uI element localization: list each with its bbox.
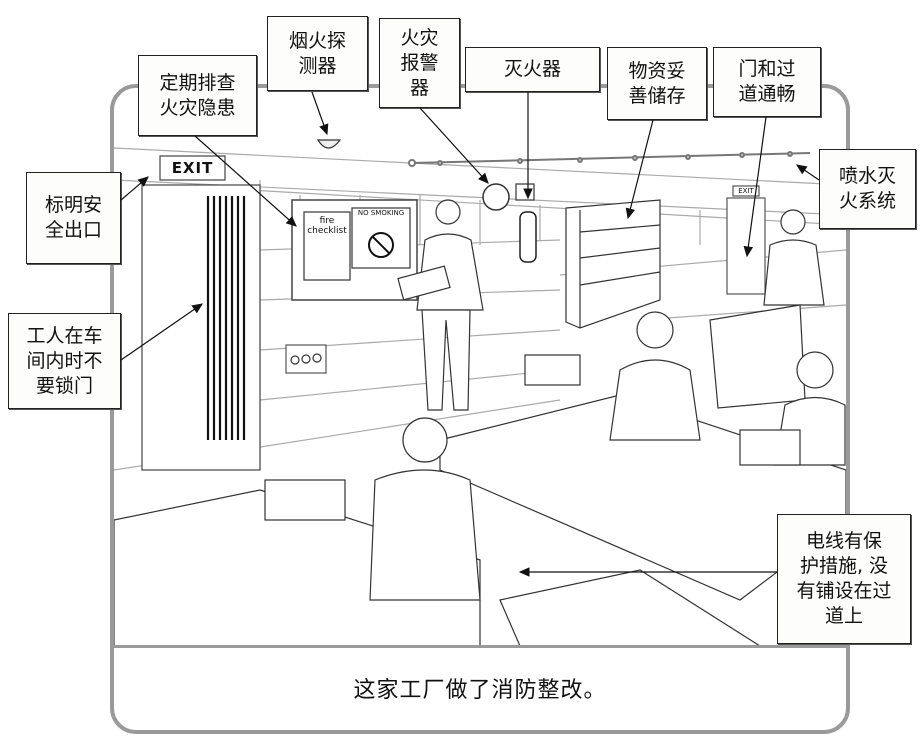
fire-alarm-bell <box>482 183 510 211</box>
exit-sign-text: EXIT <box>171 159 214 177</box>
callout-smoke-detector: 烟火探 测器 <box>267 16 368 91</box>
fire-extinguisher <box>519 211 537 263</box>
callout-sprinkler: 喷水灭 火系统 <box>819 149 916 229</box>
callout-wires: 电线有保 护措施, 没 有铺设在过 道上 <box>777 514 911 644</box>
folding-gate <box>206 196 246 440</box>
callout-clear-passages: 门和过 道通畅 <box>713 47 821 117</box>
seated-workers <box>369 311 846 601</box>
no-smoking-text: NO SMOKING <box>357 209 405 217</box>
back-exit-door <box>726 197 766 295</box>
callout-inspect-hazards: 定期排查 火灾隐患 <box>138 55 257 136</box>
sprinkler-pipe <box>408 151 811 167</box>
callout-storage: 物资妥 善储存 <box>607 47 707 120</box>
smoke-detector <box>316 139 342 149</box>
back-exit-sign-text: EXIT <box>738 187 754 195</box>
supervisor-figure <box>397 199 484 411</box>
fire-checklist-text: fire checklist <box>307 216 347 236</box>
factory-scene-illustration: EXIT EXIT fire checklist NO SMOKING <box>114 88 846 646</box>
storage-shelves <box>565 199 661 329</box>
cart-worker-figure <box>709 209 825 409</box>
callout-extinguisher: 灭火器 <box>465 47 600 92</box>
caption: 这家工厂做了消防整改。 <box>353 678 607 703</box>
callout-exit-sign: 标明安 全出口 <box>26 172 121 264</box>
callout-unlocked-doors: 工人在车 间内时不 要锁门 <box>8 313 121 409</box>
caption-divider <box>114 645 846 648</box>
power-outlets <box>285 344 327 374</box>
sewing-machines <box>264 354 801 521</box>
callout-fire-alarm: 火灾 报警 器 <box>379 18 460 108</box>
